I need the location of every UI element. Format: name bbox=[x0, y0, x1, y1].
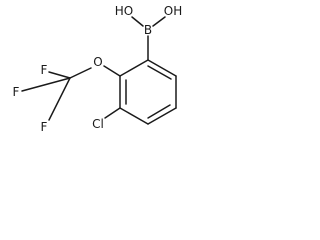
atom-label-ether-oxygen: O bbox=[93, 55, 102, 69]
atom-label-fluorine-top: F bbox=[41, 63, 48, 77]
atom-label-fluorine-left: F bbox=[13, 85, 20, 99]
ring-bond-c1-c2 bbox=[119, 59, 149, 77]
atom-label-fluorine-bottom: F bbox=[41, 120, 48, 134]
bond-cf3-fluorine-bottom bbox=[48, 77, 71, 121]
ring-bond-c4-c5 bbox=[147, 107, 177, 125]
molecule-structure: HO OH B O F F F Cl bbox=[13, 4, 183, 134]
structure-canvas: HO OH B O F F F Cl bbox=[0, 0, 198, 158]
bond-ring-chlorine bbox=[104, 107, 121, 119]
bond-ring-ether-oxygen bbox=[103, 65, 121, 77]
bond-cf3-fluorine-left bbox=[21, 77, 71, 92]
ring-bond-c3-c4 bbox=[119, 107, 149, 125]
atom-label-chlorine: Cl bbox=[92, 117, 104, 131]
bond-oxygen-cf3 bbox=[69, 67, 92, 79]
bond-boron-oh-right bbox=[152, 16, 166, 27]
atom-label-boron: B bbox=[144, 23, 152, 37]
bond-cf3-fluorine-top bbox=[48, 71, 71, 79]
atom-label-oh-left: HO bbox=[115, 4, 133, 18]
atom-label-oh-right: OH bbox=[164, 4, 182, 18]
ring-bond-c6-c1 bbox=[147, 59, 177, 77]
ring-double-bond-c4-c5 bbox=[147, 104, 171, 119]
ring-double-bond-c1-c6 bbox=[147, 65, 172, 80]
bond-boron-oh-left bbox=[131, 16, 144, 27]
